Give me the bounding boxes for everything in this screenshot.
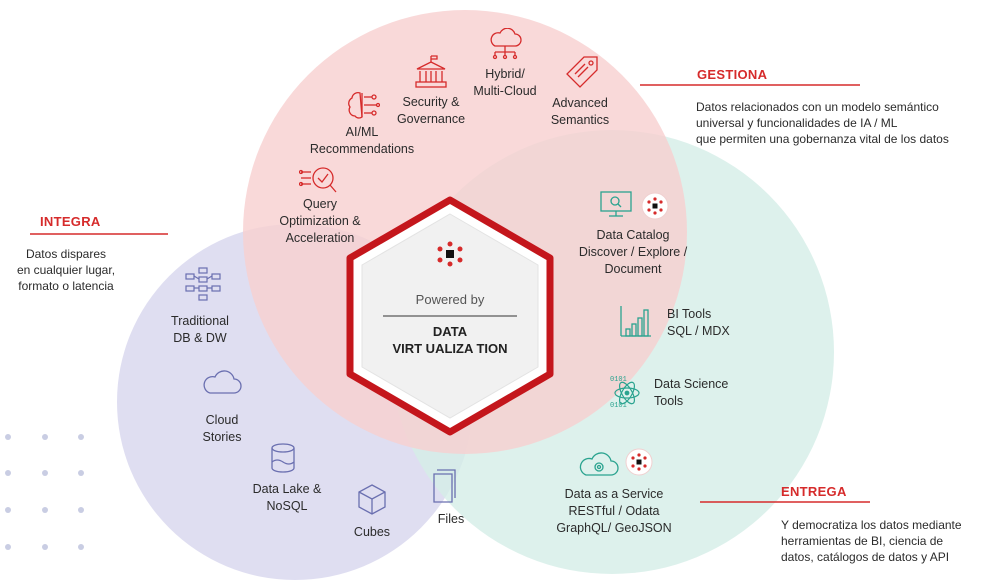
item-line: Advanced [552,96,608,110]
item-line: Security & [402,95,460,109]
semantic-tag-icon [566,56,598,88]
center-title-line2: VIRT UALIZA TION [392,341,508,356]
entrega-description: Y democratiza los datos mediante herrami… [781,517,962,565]
item-line: Cloud [205,413,239,427]
entrega-title: ENTREGA [781,484,847,499]
item-line: Data Lake & [252,482,322,496]
bar-chart-icon [620,306,651,337]
data-science-label: Data Science Tools [654,376,728,410]
security-governance-label: Security & Governance [381,94,481,128]
governance-building-icon [415,55,447,88]
entrega-desc-line: herramientas de BI, ciencia de [781,534,944,548]
denodo-mini-logo-icon [625,448,653,476]
item-line: GraphQL/ GeoJSON [556,521,672,535]
integra-title: INTEGRA [40,214,101,229]
integra-desc-line: formato o latencia [18,279,114,293]
query-optimization-icon [299,167,337,193]
bi-tools-label: BI Tools SQL / MDX [667,306,730,340]
dot-grid-decoration [5,434,84,550]
ai-brain-icon [348,92,380,119]
item-line: Data Science [654,377,729,391]
data-catalog-label: Data Catalog Discover / Explore / Docume… [566,227,700,278]
cube-icon [358,484,386,515]
files-icon [433,469,456,503]
integra-desc-line: en cualquier lugar, [16,263,116,277]
integra-description: Datos dispares en cualquier lugar, forma… [4,246,128,294]
item-line: Hybrid/ [485,67,525,81]
cloud-icon [203,370,242,394]
hybrid-cloud-icon [490,28,522,60]
gestiona-description: Datos relacionados con un modelo semánti… [696,99,949,147]
gestiona-desc-line: Datos relacionados con un modelo semánti… [696,100,939,114]
item-line: Discover / Explore / [578,245,688,259]
item-line: NoSQL [266,499,308,513]
item-line: RESTful / Odata [568,504,660,518]
integra-desc-line: Datos dispares [25,247,107,261]
gestiona-desc-line: universal y funcionalidades de IA / ML [696,116,898,130]
item-line: Data Catalog [596,228,670,242]
item-line: Governance [396,112,466,126]
powered-by-label: Powered by [415,292,485,307]
item-line: Cubes [353,525,391,539]
denodo-logo-icon [437,241,463,267]
item-line: BI Tools [667,307,712,321]
item-line: SQL / MDX [667,324,730,338]
traditional-db-label: Traditional DB & DW [150,313,250,347]
entrega-desc-line: Y democratiza los datos mediante [781,518,962,532]
gestiona-desc-line: que permiten una gobernanza vital de los… [696,132,949,146]
svg-text:0101: 0101 [610,402,627,409]
item-line: Traditional [171,314,229,328]
cloud-service-icon [579,452,619,476]
item-line: Data as a Service [564,487,664,501]
svg-text:0101: 0101 [610,376,627,384]
data-lake-label: Data Lake & NoSQL [237,481,337,515]
item-line: Acceleration [285,231,355,245]
ai-ml-label: AI/ML Recommendations [307,124,417,158]
item-line: Optimization & [279,214,361,228]
hybrid-cloud-label: Hybrid/ Multi-Cloud [455,66,555,100]
denodo-mini-logo-icon [641,192,669,220]
entrega-desc-line: datos, catálogos de datos y API [781,550,950,564]
item-line: Stories [202,430,242,444]
item-line: Document [604,262,662,276]
center-title-line1: DATA [432,324,468,339]
advanced-semantics-label: Advanced Semantics [530,95,630,129]
data-service-label: Data as a Service RESTful / Odata GraphQ… [546,486,682,537]
item-line: Semantics [550,113,610,127]
center-hexagon [346,196,554,436]
item-line: DB & DW [173,331,227,345]
query-optimization-label: Query Optimization & Acceleration [268,196,372,247]
item-line: Files [437,512,465,526]
database-network-icon [185,267,221,301]
cubes-label: Cubes [322,524,422,541]
cloud-stories-label: Cloud Stories [172,412,272,446]
item-line: Recommendations [309,142,415,156]
item-line: Multi-Cloud [473,84,537,98]
item-line: Query [302,197,338,211]
data-catalog-icon [600,191,632,217]
item-line: Tools [654,394,684,408]
gestiona-title: GESTIONA [697,67,768,82]
files-label: Files [401,511,501,528]
data-lake-icon [271,443,295,473]
item-line: AI/ML [345,125,379,139]
data-science-icon: 0101 0101 [610,376,640,409]
